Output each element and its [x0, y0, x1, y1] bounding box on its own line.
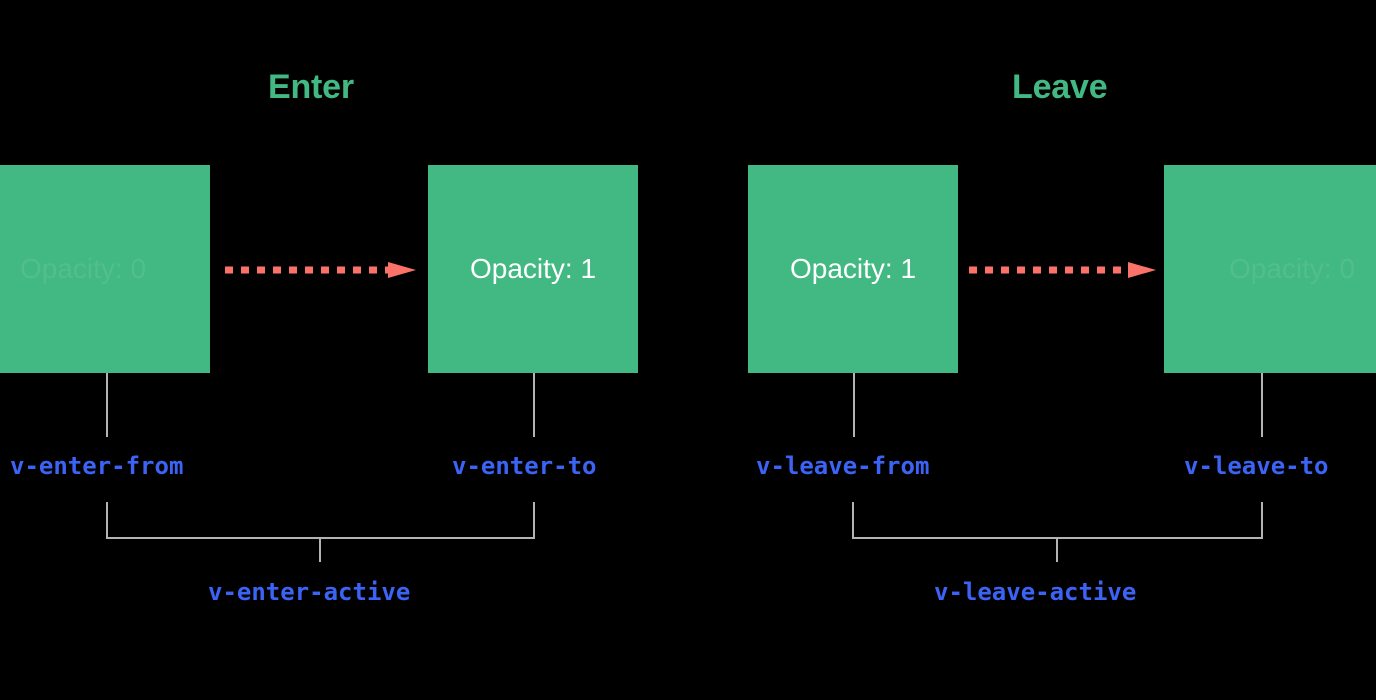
- span-bracket-enter: [106, 502, 535, 539]
- section-heading-leave: Leave: [1012, 68, 1108, 106]
- state-box-label: Opacity: 1: [469, 253, 597, 284]
- section-heading-enter: Enter: [268, 68, 354, 106]
- connector-stem: [1056, 539, 1058, 562]
- class-label-v-enter-from: v-enter-from: [10, 452, 184, 480]
- connector-stem: [319, 539, 321, 562]
- state-box-leave-from: Opacity: 1: [748, 165, 958, 373]
- class-label-v-enter-to: v-enter-to: [452, 452, 597, 480]
- dashed-arrow-right-icon: [224, 262, 416, 278]
- class-label-v-leave-active: v-leave-active: [934, 578, 1137, 606]
- connector-stem: [533, 373, 535, 437]
- connector-stem: [1261, 373, 1263, 437]
- class-label-v-enter-active: v-enter-active: [208, 578, 411, 606]
- state-box-enter-to: Opacity: 1: [428, 165, 638, 373]
- dashed-arrow-right-icon: [968, 262, 1156, 278]
- state-box-leave-to: Opacity: 0: [1164, 165, 1376, 373]
- connector-stem: [853, 373, 855, 437]
- state-box-label: Opacity: 1: [789, 253, 917, 284]
- connector-stem: [106, 373, 108, 437]
- span-bracket-leave: [852, 502, 1263, 539]
- state-box-label: Opacity: 0: [1228, 253, 1356, 284]
- class-label-v-leave-to: v-leave-to: [1184, 452, 1329, 480]
- state-box-label: Opacity: 0: [19, 253, 147, 284]
- state-box-enter-from: Opacity: 0: [0, 165, 210, 373]
- class-label-v-leave-from: v-leave-from: [756, 452, 930, 480]
